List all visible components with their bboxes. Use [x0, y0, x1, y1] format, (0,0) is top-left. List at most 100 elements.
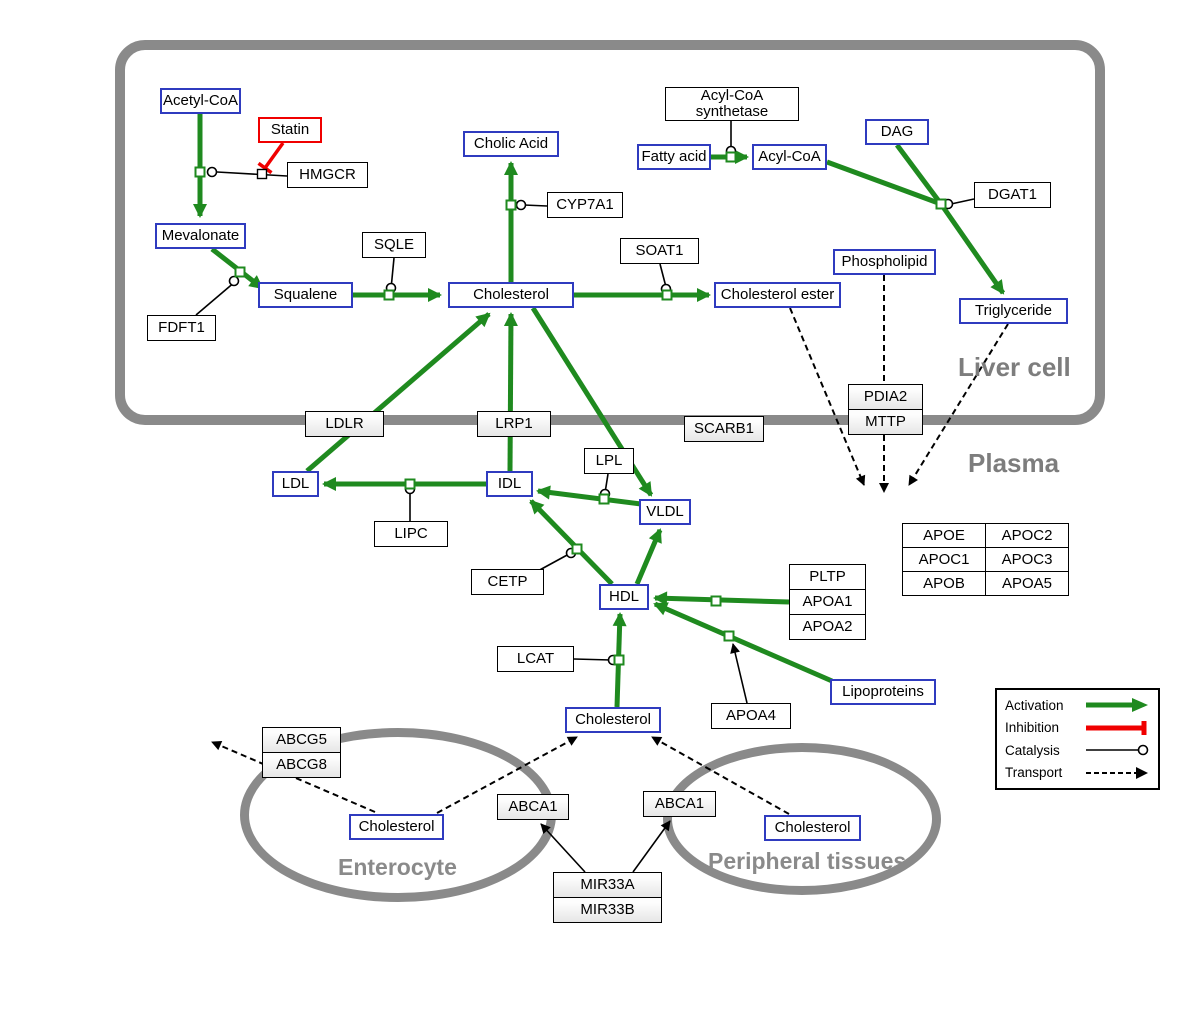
node-cholesterol-liver[interactable]: Cholesterol — [448, 282, 574, 308]
edge-hdl-idl — [529, 499, 614, 586]
node-abcg8[interactable]: ABCG8 — [262, 752, 341, 778]
node-cholesterol-ester[interactable]: Cholesterol ester — [714, 282, 841, 308]
anchor-cholesterol-cholicacid — [505, 199, 517, 211]
node-phospholipid[interactable]: Phospholipid — [833, 249, 936, 275]
anchor-squalene-cholesterol — [383, 289, 395, 301]
node-apoa1[interactable]: APOA1 — [789, 589, 866, 615]
anchor-apoacomplex-hdl — [710, 595, 722, 607]
node-fatty-acid[interactable]: Fatty acid — [637, 144, 711, 170]
edge-acylcoa-dgat-junction — [826, 159, 942, 207]
node-mevalonate[interactable]: Mevalonate — [155, 223, 246, 249]
liver-cell-membrane — [115, 40, 1105, 425]
anchor-cholesterol-ester — [661, 289, 673, 301]
enterocyte-label: Enterocyte — [338, 854, 457, 880]
node-dag[interactable]: DAG — [865, 119, 929, 145]
node-hdl[interactable]: HDL — [599, 584, 649, 610]
edge-cholesterolester-plasma-transport — [789, 307, 866, 486]
node-apoa4[interactable]: APOA4 — [711, 703, 791, 729]
anchor-vldl-idl — [598, 493, 610, 505]
catalysis-circle-hmgcr — [206, 166, 218, 178]
node-pltp[interactable]: PLTP — [789, 564, 866, 590]
legend-transport-label: Transport — [1005, 765, 1063, 781]
node-vldl[interactable]: VLDL — [639, 499, 691, 525]
anchor-hdl-idl — [571, 543, 583, 555]
apo-cell[interactable]: APOE — [902, 523, 986, 548]
apolipoprotein-table: APOE APOC2 APOC1 APOC3 APOB APOA5 — [902, 523, 1069, 596]
node-lipoproteins[interactable]: Lipoproteins — [830, 679, 936, 705]
node-soat1[interactable]: SOAT1 — [620, 238, 699, 264]
node-ldl[interactable]: LDL — [272, 471, 319, 497]
node-cholesterol-enterocyte[interactable]: Cholesterol — [349, 814, 444, 840]
edge-apoacomplex-hdl — [653, 591, 790, 606]
arrow-mir33-to-abca1-right — [632, 820, 671, 873]
arrow-mir33-to-abca1-left — [540, 823, 586, 873]
node-scarb1[interactable]: SCARB1 — [684, 416, 764, 442]
inhibition-statin-hmgcr — [263, 141, 285, 170]
node-lrp1[interactable]: LRP1 — [477, 411, 551, 437]
apo-cell[interactable]: APOB — [902, 571, 986, 596]
apo-cell[interactable]: APOC3 — [985, 547, 1069, 572]
node-fdft1[interactable]: FDFT1 — [147, 315, 216, 341]
node-statin[interactable]: Statin — [258, 117, 322, 143]
node-abcg5[interactable]: ABCG5 — [262, 727, 341, 753]
anchor-lipoproteins-hdl — [723, 630, 735, 642]
node-lpl[interactable]: LPL — [584, 448, 634, 474]
node-ldlr[interactable]: LDLR — [305, 411, 384, 437]
peripheral-tissues-label: Peripheral tissues — [708, 848, 907, 874]
plasma-label: Plasma — [968, 448, 1060, 478]
node-cyp7a1[interactable]: CYP7A1 — [547, 192, 623, 218]
anchor-dgat1-junction — [935, 198, 947, 210]
node-sqle[interactable]: SQLE — [362, 232, 426, 258]
activation-arrow-icon — [1086, 698, 1148, 713]
legend-inhibition-label: Inhibition — [1005, 720, 1060, 736]
apo-cell[interactable]: APOC1 — [902, 547, 986, 572]
node-lipc[interactable]: LIPC — [374, 521, 448, 547]
node-cetp[interactable]: CETP — [471, 569, 544, 595]
anchor-fattyacid-acylcoa — [725, 151, 737, 163]
node-mir33a[interactable]: MIR33A — [553, 872, 662, 898]
node-pdia2[interactable]: PDIA2 — [848, 384, 923, 410]
catalysis-hmgcr — [216, 171, 288, 177]
node-acetyl-coa[interactable]: Acetyl-CoA — [160, 88, 241, 114]
anchor-idl-ldl — [404, 478, 416, 490]
apo-cell[interactable]: APOA5 — [985, 571, 1069, 596]
legend-catalysis-label: Catalysis — [1005, 742, 1060, 758]
edge-peripheral-cholesterol-abca1-transport — [651, 736, 790, 815]
node-cholesterol-peripheral[interactable]: Cholesterol — [764, 815, 861, 841]
node-acyl-coa-synthetase[interactable]: Acyl-CoA synthetase — [665, 87, 799, 121]
catalysis-circle-icon — [1086, 744, 1149, 756]
node-mir33b[interactable]: MIR33B — [553, 897, 662, 923]
node-abca1-peripheral[interactable]: ABCA1 — [643, 791, 716, 817]
transport-dashed-arrow-icon — [1086, 766, 1148, 779]
edge-junction-triglyceride — [938, 202, 1006, 295]
node-hmgcr[interactable]: HMGCR — [287, 162, 368, 188]
inhibition-statin-tbar — [257, 161, 273, 175]
catalysis-dgat1 — [950, 198, 975, 205]
node-lcat[interactable]: LCAT — [497, 646, 574, 672]
peripheral-tissues-membrane — [663, 743, 941, 895]
edge-idl-cholesterol-via-lrp1 — [503, 312, 518, 472]
node-acyl-coa[interactable]: Acyl-CoA — [752, 144, 827, 170]
node-cholic-acid[interactable]: Cholic Acid — [463, 131, 559, 157]
node-abca1-enterocyte[interactable]: ABCA1 — [497, 794, 569, 820]
node-dgat1[interactable]: DGAT1 — [974, 182, 1051, 208]
edge-hdl-vldl — [634, 528, 663, 585]
edge-triglyceride-plasma-transport — [908, 323, 1009, 486]
catalysis-soat1 — [659, 263, 667, 288]
apo-cell[interactable]: APOC2 — [985, 523, 1069, 548]
catalysis-circle-cyp7a1 — [515, 199, 527, 211]
node-squalene[interactable]: Squalene — [258, 282, 353, 308]
catalysis-lcat — [573, 658, 612, 661]
node-cholesterol-plasma[interactable]: Cholesterol — [565, 707, 661, 733]
node-triglyceride[interactable]: Triglyceride — [959, 298, 1068, 324]
legend: Activation Inhibition Catalysis Transpor… — [995, 688, 1160, 790]
catalysis-circle-fdft1 — [228, 275, 240, 287]
node-idl[interactable]: IDL — [486, 471, 533, 497]
node-mttp[interactable]: MTTP — [848, 409, 923, 435]
anchor-mevalonate-squalene — [234, 266, 246, 278]
node-apoa2[interactable]: APOA2 — [789, 614, 866, 640]
edge-vldl-idl — [536, 485, 642, 507]
edge-enterocyte-cholesterol-abca1-transport — [436, 736, 578, 814]
